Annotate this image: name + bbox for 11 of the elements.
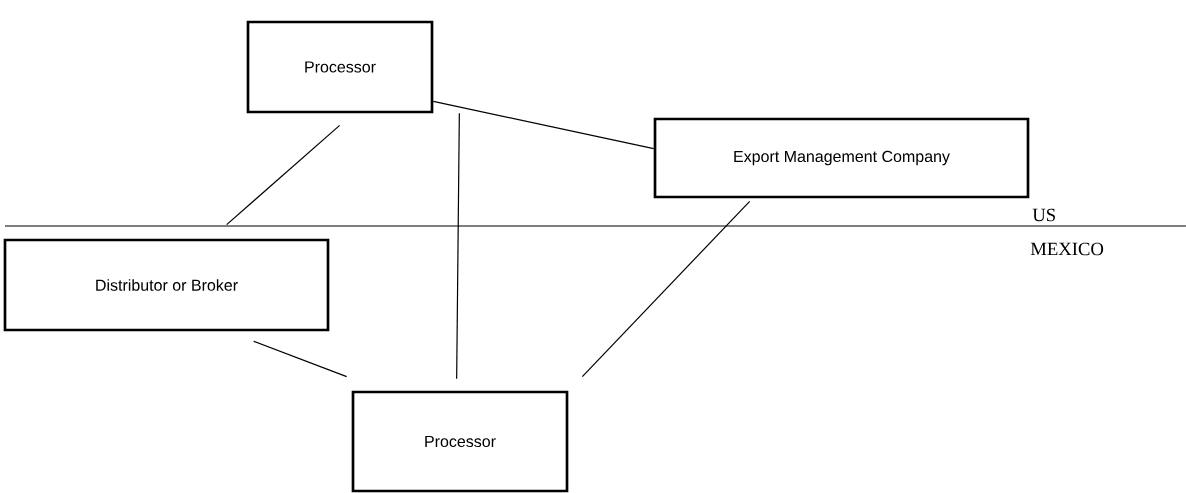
connector-line xyxy=(226,124,341,226)
process-box: Distributor or Broker xyxy=(3,238,330,332)
process-box: Processor xyxy=(351,390,569,493)
process-box: Export Management Company xyxy=(653,117,1030,199)
country-label: US xyxy=(1032,208,1055,222)
process-box: Processor xyxy=(246,20,434,114)
connector-line xyxy=(432,100,655,150)
connector-line xyxy=(581,200,751,378)
connector-line xyxy=(253,340,348,378)
connector-line xyxy=(456,112,460,380)
country-label: MEXICO xyxy=(1030,242,1104,256)
